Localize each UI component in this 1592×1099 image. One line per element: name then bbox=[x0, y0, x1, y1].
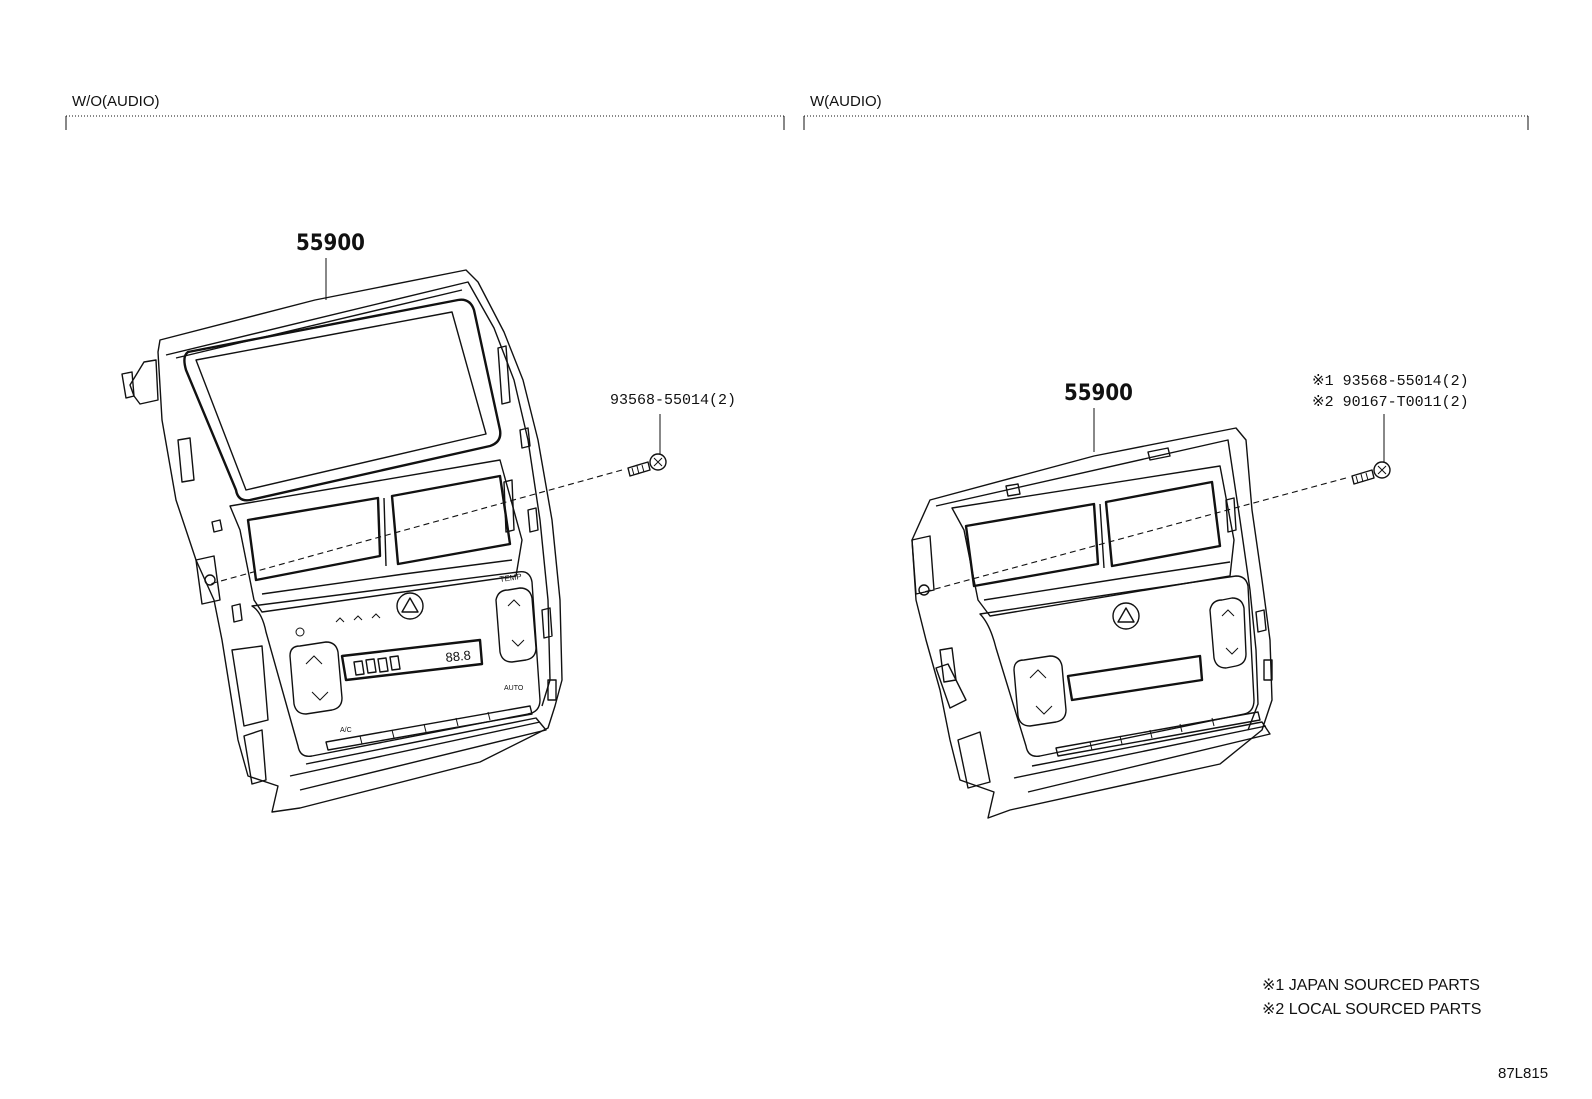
figure-code: 87L815 bbox=[1498, 1065, 1548, 1082]
left-display-readout: 88.8 bbox=[445, 647, 472, 665]
right-left-rocker bbox=[1013, 655, 1067, 727]
left-right-rocker bbox=[495, 587, 537, 663]
hazard-icon bbox=[401, 597, 419, 613]
left-part-number: 55900 bbox=[296, 231, 365, 256]
right-part-number: 55900 bbox=[1064, 381, 1133, 406]
right-screw-callout-2: ※2 90167-T0011(2) bbox=[1312, 394, 1469, 411]
right-right-rocker bbox=[1209, 597, 1247, 669]
right-hazard-button bbox=[1112, 602, 1140, 630]
left-panel-outline bbox=[157, 269, 563, 813]
section-right-title: W(AUDIO) bbox=[810, 93, 882, 110]
left-left-rocker bbox=[289, 641, 343, 715]
right-panel-outline bbox=[911, 427, 1273, 819]
left-display-frame bbox=[183, 298, 502, 502]
left-screw bbox=[627, 414, 667, 477]
left-temp-label: TEMP bbox=[499, 572, 522, 584]
right-panel-assembly: 55900 bbox=[911, 373, 1469, 819]
left-panel-assembly: 55900 T bbox=[121, 231, 736, 813]
hazard-icon bbox=[1117, 607, 1135, 623]
notes-block: ※1 JAPAN SOURCED PARTS ※2 LOCAL SOURCED … bbox=[1262, 977, 1481, 1018]
note-japan-sourced: ※1 JAPAN SOURCED PARTS bbox=[1262, 977, 1480, 994]
right-climate-display bbox=[1066, 654, 1204, 702]
left-auto-label: AUTO bbox=[504, 685, 524, 692]
left-climate-display bbox=[340, 638, 484, 682]
left-hazard-button bbox=[396, 592, 424, 620]
section-left-header: W/O(AUDIO) bbox=[65, 93, 785, 130]
right-screw bbox=[1351, 414, 1391, 485]
right-screw-callout-1: ※1 93568-55014(2) bbox=[1312, 373, 1469, 390]
left-ac-label: A/C bbox=[340, 727, 352, 734]
section-left-title: W/O(AUDIO) bbox=[72, 93, 160, 110]
left-screw-callout: 93568-55014(2) bbox=[610, 392, 736, 409]
section-right-header: W(AUDIO) bbox=[803, 93, 1529, 130]
note-local-sourced: ※2 LOCAL SOURCED PARTS bbox=[1262, 1001, 1481, 1018]
